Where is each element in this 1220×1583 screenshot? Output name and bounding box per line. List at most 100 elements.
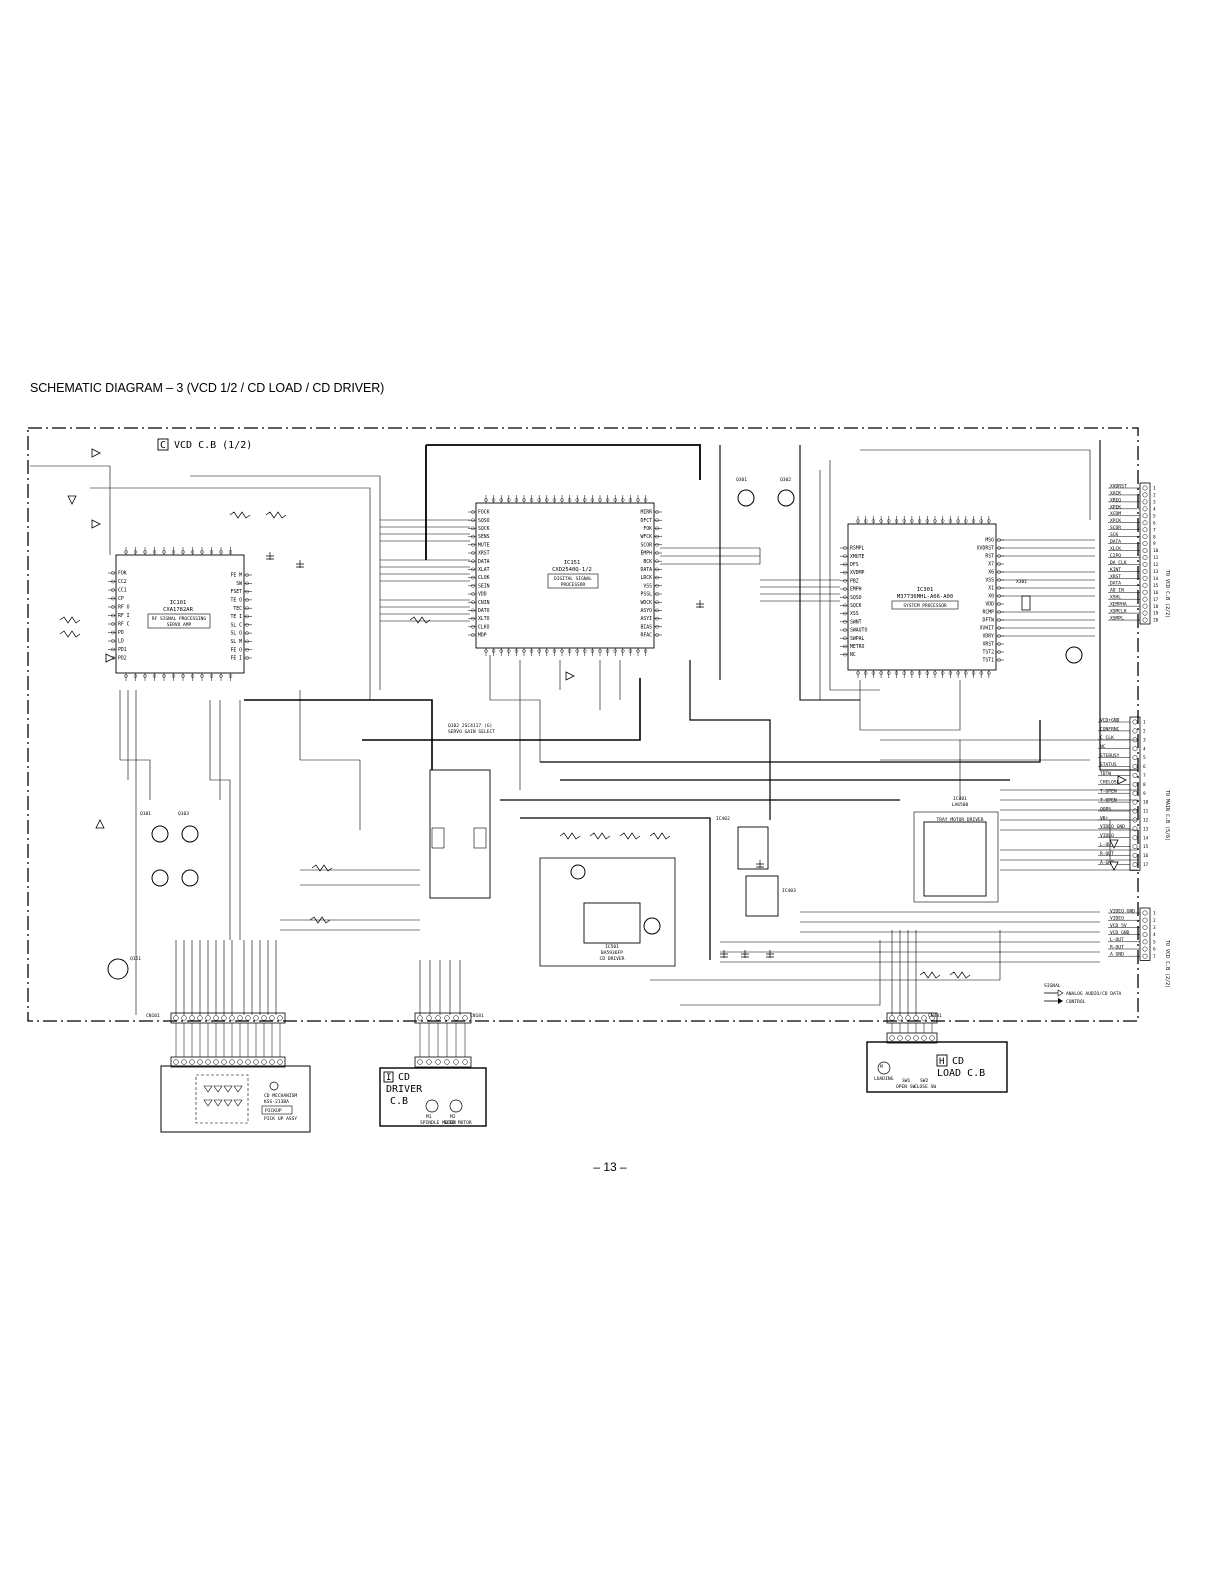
- pin-label: RF C: [118, 622, 130, 628]
- vcd-board-label: C VCD C.B (1/2): [157, 438, 252, 451]
- pin-marker: [583, 498, 587, 502]
- svg-text:DIGITAL SIGNAL: DIGITAL SIGNAL: [554, 576, 592, 582]
- pin-label: XMUTE: [850, 554, 865, 560]
- pin-marker: [471, 616, 475, 621]
- svg-text:I: I: [386, 1073, 391, 1083]
- connector-pin-number: 2: [1153, 918, 1156, 924]
- vcd-board-frame: [27, 427, 1139, 1022]
- connector-label: VIDEO GND: [1110, 908, 1135, 914]
- connector-pin: [189, 1059, 195, 1065]
- pin-marker: [843, 652, 847, 657]
- svg-text:SERVO AMP: SERVO AMP: [167, 622, 192, 628]
- connector-label: VCD+GND: [1100, 717, 1120, 723]
- pin-marker: [552, 649, 557, 653]
- svg-text:LOADING: LOADING: [874, 1076, 894, 1082]
- connector-pin: [205, 1015, 211, 1021]
- connector-label: VIDEO GND: [1100, 824, 1125, 830]
- connector-pin: [1142, 596, 1148, 602]
- pin-marker: [917, 519, 922, 523]
- connector-label: T-OPEN: [1100, 789, 1117, 795]
- pin-marker: [111, 596, 115, 601]
- pin-label: X6: [988, 570, 994, 576]
- connector-label: XPEK: [1110, 504, 1121, 510]
- pin-marker: [522, 649, 526, 653]
- connector-pin: [1142, 953, 1148, 959]
- connector-pin-number: 4: [1143, 746, 1146, 752]
- connector-pin: [237, 1059, 243, 1065]
- pin-label: ASYI: [640, 616, 652, 622]
- pin-marker: [507, 649, 511, 653]
- pin-label: RF O: [118, 605, 130, 611]
- servo-gain-switch: Q102 2SC4117 (G) SERVO GAIN SELECT: [429, 723, 495, 899]
- connector-pin: [913, 1015, 919, 1021]
- pin-marker: [843, 570, 847, 575]
- pin-marker: [171, 550, 176, 554]
- pin-label: PD: [118, 630, 124, 636]
- pin-marker: [956, 671, 960, 675]
- connector-pin-number: 6: [1143, 764, 1146, 770]
- pin-label: VDRY: [982, 634, 994, 640]
- pin-marker: [471, 543, 475, 547]
- connector-pin-number: 18: [1153, 604, 1159, 610]
- connector-pin: [1132, 826, 1138, 832]
- pin-marker: [190, 550, 195, 554]
- pin-marker: [843, 636, 847, 641]
- connector-label: XSMPL: [1110, 615, 1124, 621]
- connector-pin: [197, 1059, 203, 1065]
- connector-pin: [905, 1035, 911, 1041]
- pin-marker: [655, 600, 659, 605]
- pin-marker: [514, 498, 519, 502]
- svg-text:BA5936FP: BA5936FP: [601, 950, 623, 956]
- pin-marker: [917, 671, 922, 675]
- pin-marker: [111, 588, 115, 592]
- connector-pin: [1142, 589, 1148, 595]
- connector-pin: [261, 1059, 267, 1065]
- pin-marker: [245, 598, 249, 602]
- pin-marker: [228, 550, 233, 554]
- pin-marker: [124, 550, 128, 554]
- connector-pin-number: 6: [1153, 520, 1156, 526]
- connector-pin-number: 10: [1153, 548, 1159, 554]
- pin-label: X7: [988, 562, 994, 568]
- q103-transistor: Q103: [178, 811, 199, 843]
- pin-label: METRO: [850, 644, 865, 650]
- pin-marker: [902, 519, 906, 523]
- pin-marker: [643, 498, 648, 502]
- pin-label: CC1: [118, 588, 127, 594]
- svg-text:X301: X301: [1016, 579, 1027, 585]
- pin-marker: [621, 649, 625, 653]
- edge-note-top: TO VCD C.B (2/2): [1164, 570, 1170, 618]
- connector-pin: [905, 1015, 911, 1021]
- pickup-board: PICKUP CD MECHANISM KSS-213BA PICK UP AS…: [160, 1065, 311, 1133]
- connector-pin: [213, 1015, 219, 1021]
- connector-pin-number: 7: [1153, 527, 1156, 533]
- pin-marker: [655, 543, 659, 547]
- connector-label: OOPS: [1100, 806, 1111, 812]
- connector-pin: [1132, 790, 1138, 796]
- connector-pin-number: 8: [1153, 534, 1156, 540]
- connector-pin: [444, 1015, 450, 1021]
- svg-text:CD: CD: [398, 1072, 410, 1083]
- pin-marker: [590, 498, 595, 502]
- pin-marker: [471, 608, 475, 613]
- svg-text:M: M: [880, 1064, 883, 1070]
- pin-label: SWPAL: [850, 636, 865, 642]
- connector-label: XVDRST: [1110, 483, 1127, 489]
- pin-marker: [843, 644, 847, 649]
- pin-marker: [245, 631, 249, 635]
- connector-pin: [426, 1015, 432, 1021]
- connector-pin-number: 4: [1153, 932, 1156, 938]
- connector-pin: [921, 1035, 927, 1041]
- svg-text:M37736MHL-A06-A00: M37736MHL-A06-A00: [897, 594, 953, 600]
- connector-pin: [1142, 499, 1148, 505]
- pin-marker: [111, 571, 115, 575]
- pin-marker: [948, 671, 953, 675]
- pin-marker: [605, 649, 610, 653]
- svg-text:ANALOG AUDIO/CD DATA: ANALOG AUDIO/CD DATA: [1066, 991, 1122, 997]
- pin-marker: [621, 498, 625, 502]
- pin-marker: [245, 623, 249, 627]
- pin-label: DATO: [478, 608, 490, 614]
- svg-text:CLOSE SW: CLOSE SW: [914, 1084, 936, 1090]
- pin-label: EMPH: [850, 587, 862, 593]
- pin-marker: [655, 559, 659, 564]
